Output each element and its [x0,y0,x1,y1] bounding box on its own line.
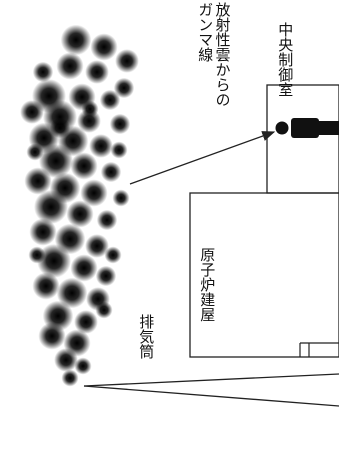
reactor-building-label: 原子炉建屋 [198,247,215,322]
cloud-particle [75,358,92,375]
cloud-particle [101,162,121,182]
cloud-particle [85,60,109,84]
cloud-particle [56,52,83,79]
cloud-particle [20,100,44,124]
cloud-particle [113,190,130,207]
cloud-particle [90,33,117,60]
control-room-outline [267,85,339,193]
cloud-particle [32,272,59,299]
cloud-particle [89,134,113,158]
cloud-particle [100,90,120,110]
cloud-particle [62,370,79,387]
cloud-particle [82,101,99,118]
cloud-particle [38,322,65,349]
cloud-particle [61,25,92,56]
cloud-particle [96,266,116,286]
exhaust-stack [84,374,339,406]
radioactive-cloud [20,25,139,387]
cloud-particle [50,118,70,138]
cloud-particle [29,218,56,245]
cloud-particle [66,200,93,227]
cloud-particle [115,49,139,73]
cloud-particle [105,247,122,264]
cloud-label-line1: 放射性雲からの [214,2,232,107]
cloud-gamma-label: 放射性雲からの ガンマ線 [196,2,231,107]
cloud-particle [54,348,78,372]
cloud-particle [96,302,113,319]
person-silhouette-icon [276,118,339,138]
cloud-particle [27,144,44,161]
cloud-particle [111,142,128,159]
cloud-label-line2: ガンマ線 [196,2,214,62]
cloud-particle [110,114,130,134]
exhaust-stack-label: 排気筒 [137,314,154,359]
gamma-ray-arrow-icon [130,132,274,184]
cloud-particle [34,190,68,224]
cloud-particle [70,254,97,281]
control-room-label: 中央制御室 [276,22,293,97]
cloud-particle [29,247,46,264]
cloud-particle [70,152,97,179]
cloud-particle [97,210,117,230]
stack-connector [300,343,339,357]
